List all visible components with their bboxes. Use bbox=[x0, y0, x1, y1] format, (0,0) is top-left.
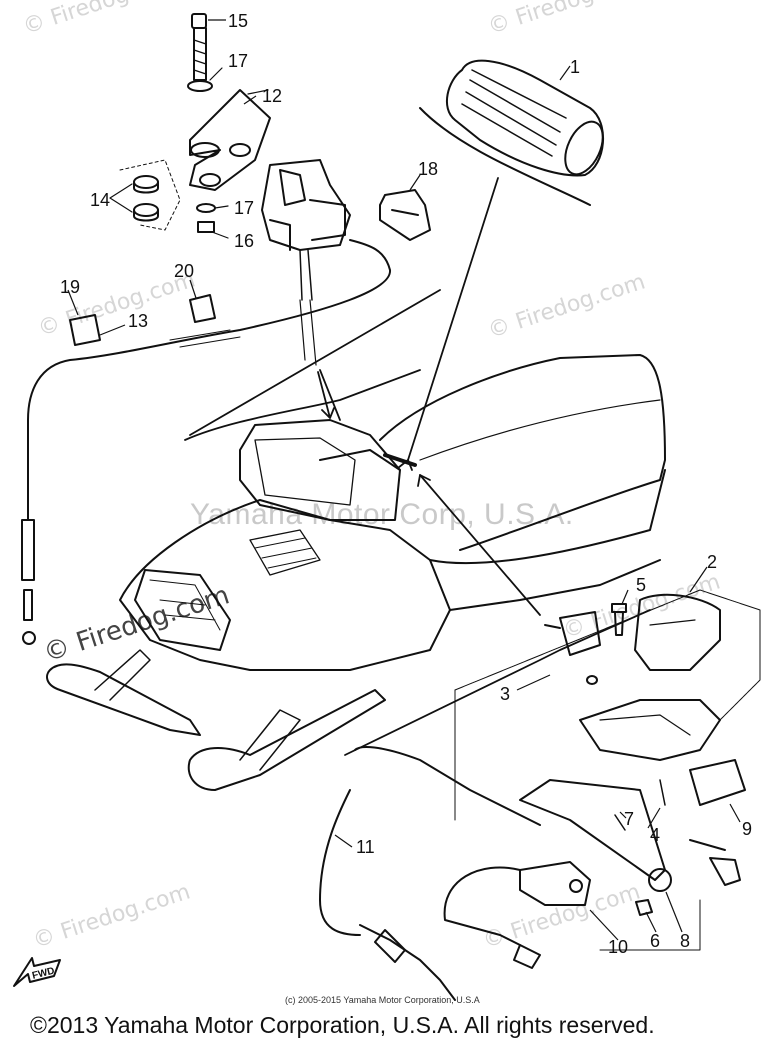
label-11: 11 bbox=[356, 837, 375, 857]
label-12: 12 bbox=[262, 86, 283, 106]
label-7: 7 bbox=[624, 809, 635, 829]
label-14: 14 bbox=[90, 190, 111, 210]
label-15: 15 bbox=[228, 11, 249, 31]
label-1: 1 bbox=[570, 57, 581, 77]
label-20: 20 bbox=[174, 261, 195, 281]
label-8: 8 bbox=[680, 931, 691, 951]
small-copyright: (c) 2005-2015 Yamaha Motor Corporation, … bbox=[285, 995, 480, 1005]
copyright-notice: ©2013 Yamaha Motor Corporation, U.S.A. A… bbox=[30, 1012, 655, 1038]
label-9: 9 bbox=[742, 819, 753, 839]
brake-cable bbox=[319, 746, 541, 1001]
throttle-housing bbox=[21, 159, 392, 645]
label-16: 16 bbox=[234, 231, 255, 251]
watermark-center: Yamaha Motor Corp, U.S.A. bbox=[190, 498, 574, 531]
label-10: 10 bbox=[608, 937, 629, 957]
grip-part-1 bbox=[419, 59, 604, 206]
fwd-label: FWD bbox=[31, 966, 56, 982]
fwd-arrow-icon: FWD bbox=[13, 957, 61, 987]
label-4: 4 bbox=[650, 825, 661, 845]
label-3: 3 bbox=[500, 684, 511, 704]
label-17b: 17 bbox=[234, 198, 255, 218]
label-19: 19 bbox=[60, 277, 81, 297]
label-2: 2 bbox=[707, 552, 718, 572]
label-18: 18 bbox=[418, 159, 439, 179]
label-6: 6 bbox=[650, 931, 661, 951]
leader-lines bbox=[184, 177, 651, 756]
snowmobile-body bbox=[46, 354, 666, 791]
throttle-bracket-group bbox=[109, 13, 271, 239]
label-13: 13 bbox=[128, 311, 149, 331]
label-17: 17 bbox=[228, 51, 249, 71]
small-clips bbox=[69, 189, 431, 346]
brake-lever-assembly bbox=[443, 589, 761, 969]
label-5: 5 bbox=[636, 575, 647, 595]
